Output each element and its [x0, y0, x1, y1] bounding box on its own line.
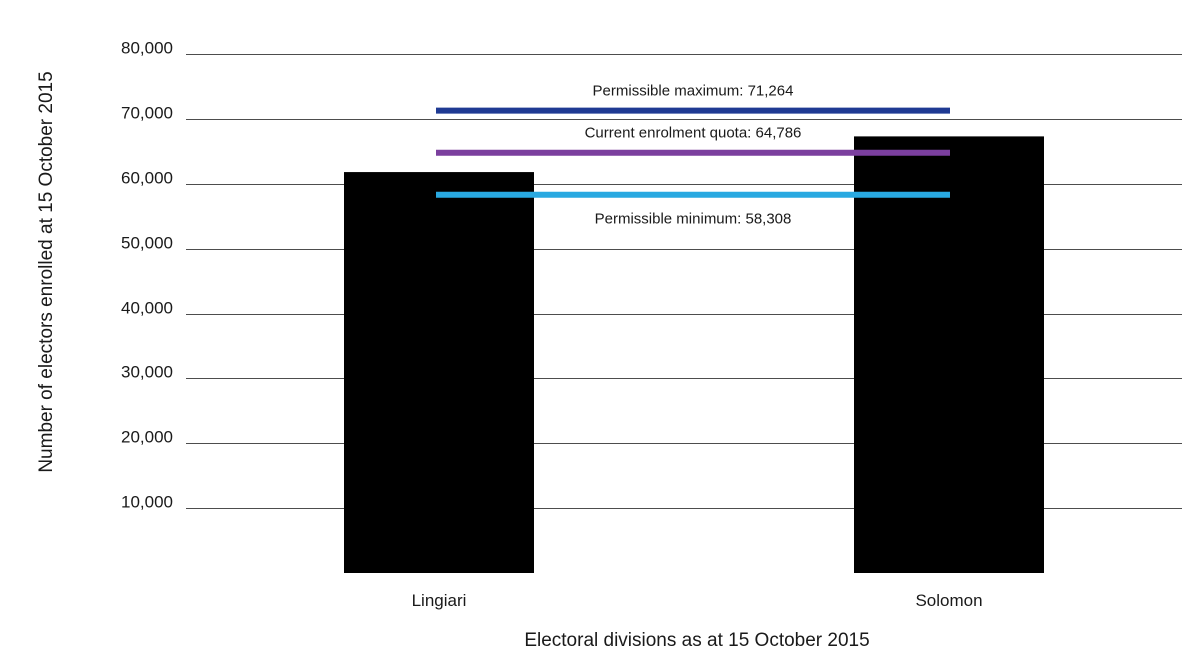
y-tick-label: 20,000 — [121, 428, 173, 447]
y-tick-label: 10,000 — [121, 493, 173, 512]
reference-line-label: Permissible minimum: 58,308 — [595, 211, 792, 228]
bar-lingiari — [344, 172, 534, 573]
y-tick-label: 50,000 — [121, 234, 173, 253]
x-category-label: Solomon — [915, 591, 982, 610]
reference-line-label: Current enrolment quota: 64,786 — [585, 125, 802, 142]
y-tick-label: 60,000 — [121, 169, 173, 188]
x-axis-title: Electoral divisions as at 15 October 201… — [524, 630, 869, 651]
x-category-label: Lingiari — [412, 591, 467, 610]
bar-solomon — [854, 136, 1044, 574]
y-axis-title: Number of electors enrolled at 15 Octobe… — [36, 71, 57, 472]
y-tick-label: 40,000 — [121, 299, 173, 318]
x-axis-categories: Lingiari Solomon — [412, 591, 983, 610]
y-tick-label: 70,000 — [121, 104, 173, 123]
y-tick-label: 30,000 — [121, 363, 173, 382]
y-axis-ticks: 10,000 20,000 30,000 40,000 50,000 60,000 70,0… — [121, 39, 173, 512]
bars — [344, 136, 1044, 574]
reference-line-label: Permissible maximum: 71,264 — [593, 83, 794, 100]
y-tick-label: 80,000 — [121, 39, 173, 58]
